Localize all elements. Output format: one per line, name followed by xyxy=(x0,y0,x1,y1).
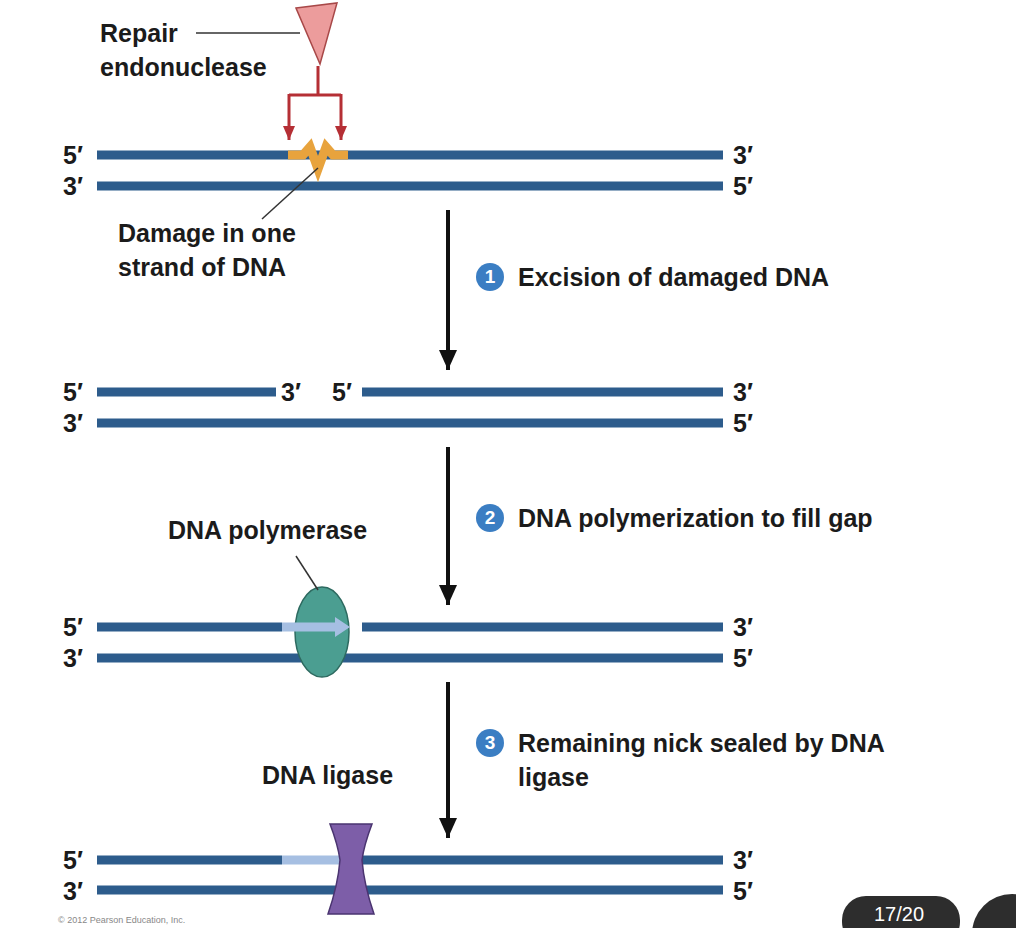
dna-strand xyxy=(362,623,723,632)
strand-end-label: 5′ xyxy=(733,408,753,438)
dna-strand xyxy=(97,856,282,865)
strand-end-label: 3′ xyxy=(281,377,301,407)
new-dna-arrow xyxy=(282,617,350,637)
enzyme-label: DNA ligase xyxy=(262,758,393,792)
dna-duplex: 5′3′5′3′3′5′ xyxy=(50,372,770,443)
cut-arrow xyxy=(340,94,343,140)
strand-end-label: 5′ xyxy=(63,845,83,875)
page-number: 17/20 xyxy=(874,902,924,926)
step-arrow xyxy=(446,447,450,605)
enzyme-label: Repair endonuclease xyxy=(100,16,300,84)
strand-end-label: 3′ xyxy=(63,643,83,673)
dna-strand xyxy=(97,654,723,663)
page-badge xyxy=(842,896,960,928)
step-number-text: 3 xyxy=(476,729,504,757)
dna-strand xyxy=(97,886,723,895)
strand-end-label: 5′ xyxy=(63,612,83,642)
damage-mark xyxy=(288,147,348,169)
copyright-note: © 2012 Pearson Education, Inc. xyxy=(58,914,185,926)
dna-strand xyxy=(350,856,723,865)
dna-duplex: 5′3′3′5′ xyxy=(50,607,770,678)
strand-end-label: 3′ xyxy=(733,845,753,875)
dna-strand xyxy=(97,151,723,160)
strand-end-label: 5′ xyxy=(332,377,352,407)
leader-line xyxy=(196,32,300,34)
step-number: 3 xyxy=(476,729,504,757)
strand-end-label: 3′ xyxy=(63,408,83,438)
dna-strand xyxy=(362,388,723,397)
dna-strand xyxy=(97,419,723,428)
step-label: Remaining nick sealed by DNA ligase xyxy=(518,726,888,794)
strand-end-label: 3′ xyxy=(63,171,83,201)
step-label: Excision of damaged DNA xyxy=(518,260,829,294)
damage-label: Damage in one strand of DNA xyxy=(118,216,348,284)
leader-line xyxy=(296,556,318,590)
step-number-text: 2 xyxy=(476,504,504,532)
ligase-shape xyxy=(328,824,374,914)
page-button xyxy=(972,894,1016,928)
step-arrow xyxy=(446,682,450,838)
dna-strand xyxy=(97,388,276,397)
strand-end-label: 5′ xyxy=(733,171,753,201)
dna-duplex: 5′3′3′5′ xyxy=(50,135,770,206)
step-number: 1 xyxy=(476,263,504,291)
step-label: DNA polymerization to fill gap xyxy=(518,501,873,535)
strand-end-label: 5′ xyxy=(733,643,753,673)
leader-line xyxy=(262,168,318,219)
step-number-text: 1 xyxy=(476,263,504,291)
step-arrow xyxy=(446,210,450,370)
dna-strand xyxy=(97,623,282,632)
strand-end-label: 3′ xyxy=(733,377,753,407)
cut-bracket xyxy=(289,66,341,95)
strand-end-label: 5′ xyxy=(733,876,753,906)
strand-end-label: 5′ xyxy=(63,140,83,170)
cut-arrow xyxy=(288,94,291,140)
dna-strand xyxy=(97,182,723,191)
step-number: 2 xyxy=(476,504,504,532)
dna-duplex: 5′3′3′5′ xyxy=(50,840,770,911)
endonuclease-wedge xyxy=(296,3,337,64)
strand-end-label: 3′ xyxy=(733,612,753,642)
strand-end-label: 3′ xyxy=(63,876,83,906)
strand-end-label: 5′ xyxy=(63,377,83,407)
enzyme-label: DNA polymerase xyxy=(168,513,367,547)
strand-end-label: 3′ xyxy=(733,140,753,170)
